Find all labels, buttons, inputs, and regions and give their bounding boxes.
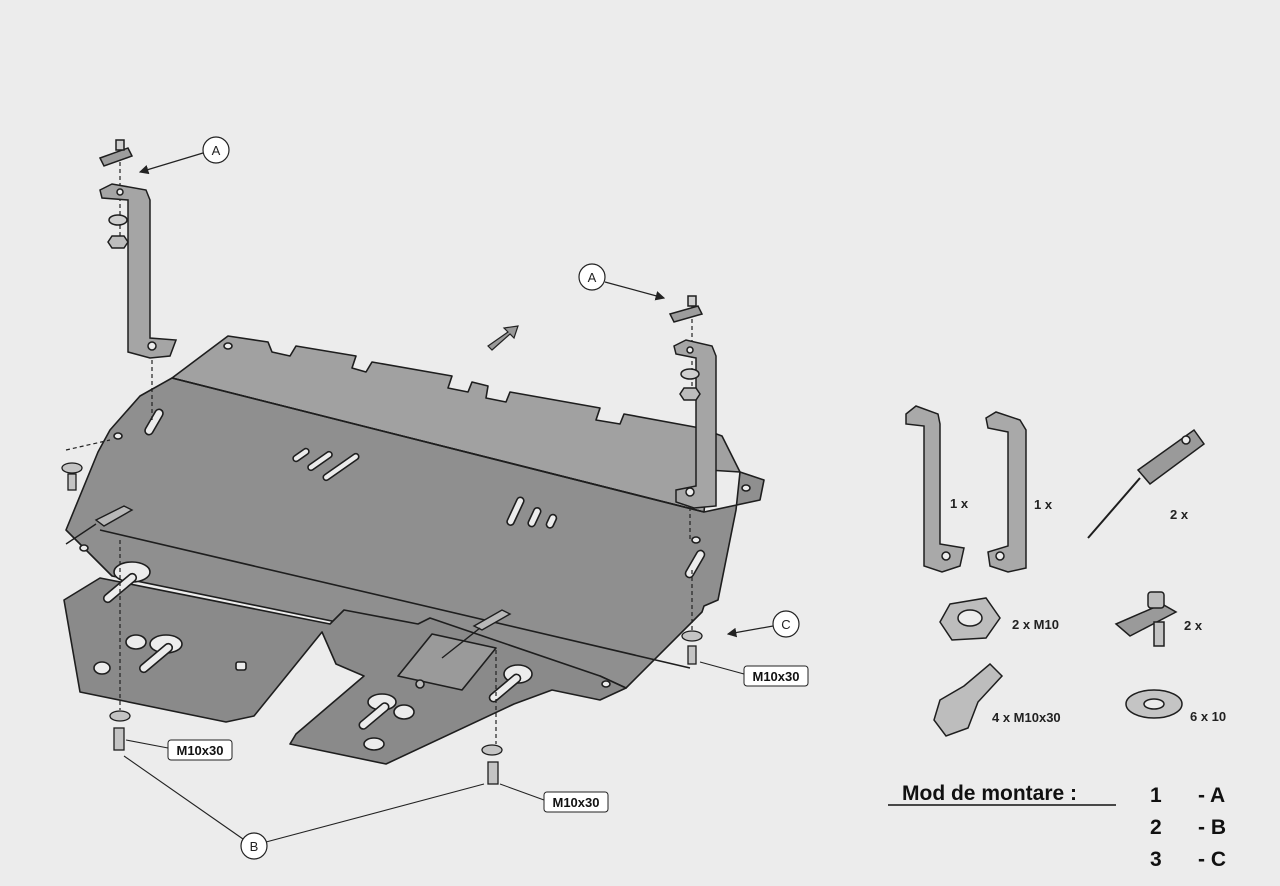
clip-bolt-qty: 2 x: [1184, 618, 1203, 633]
bolt-tag-right: M10x30: [699, 661, 809, 687]
legend-title: Mod de montare :: [902, 782, 1077, 805]
legend: Mod de montare : 1 - A 2 - B 3 - C: [888, 782, 1226, 871]
legend-row-2-code: - B: [1198, 816, 1226, 839]
right-top-clip: [668, 305, 704, 323]
callout-a-right-label: A: [588, 270, 597, 285]
clip-plate-qty: 2 x: [1170, 507, 1189, 522]
inspection-hatch: [397, 633, 497, 691]
right-nut: [679, 387, 701, 401]
bracket-left-qty: 1 x: [950, 496, 969, 511]
skid-plate-middle-panel: [65, 377, 765, 689]
skid-plate: [63, 335, 765, 765]
nut-qty: 2 x M10: [1012, 617, 1059, 632]
callout-b-label: B: [250, 839, 259, 854]
fold-line-upper: [171, 377, 705, 513]
bracket-right-qty: 1 x: [1034, 497, 1053, 512]
part-bracket-left: [905, 405, 965, 573]
hatch-screw: [415, 679, 425, 689]
left-washer: [108, 214, 128, 226]
legend-row-2-num: 2: [1150, 816, 1162, 839]
callout-a-left-label: A: [212, 143, 221, 158]
legend-row-1-num: 1: [1150, 784, 1162, 807]
part-clip-plate: [1136, 428, 1206, 486]
direction-arrow: [487, 325, 519, 351]
callout-c: C: [726, 610, 800, 638]
left-bracket: [99, 183, 178, 359]
bolt-tag-bottom-center-label: M10x30: [553, 795, 600, 810]
callout-a-right: A: [578, 263, 666, 301]
right-bracket: [673, 339, 717, 509]
callout-a-left: A: [138, 136, 230, 175]
legend-row-3-num: 3: [1150, 848, 1162, 871]
callout-b: B: [123, 755, 485, 860]
bolt-tag-bottom-left-label: M10x30: [177, 743, 224, 758]
legend-row-3-code: - C: [1198, 848, 1226, 871]
bolt-tag-bottom-left: M10x30: [125, 739, 233, 761]
washer-qty: 6 x 10: [1190, 709, 1226, 724]
right-washer: [680, 368, 700, 380]
skid-plate-front-panel: [63, 577, 627, 765]
left-bracket-assembly: [98, 139, 178, 359]
part-clip-bolt: [1114, 603, 1178, 637]
right-bracket-assembly: [668, 295, 717, 509]
plate-clips: [65, 505, 512, 659]
fold-line-lower: [99, 529, 691, 669]
plate-slots: [79, 342, 751, 751]
bolt-qty: 4 x M10x30: [992, 710, 1061, 725]
bolt-tag-bottom-center: M10x30: [499, 783, 609, 813]
part-bracket-right: [985, 411, 1027, 573]
left-top-clip: [98, 147, 134, 167]
bolt-tag-right-label: M10x30: [753, 669, 800, 684]
left-nut: [107, 235, 129, 249]
callout-c-label: C: [781, 617, 790, 632]
part-bolt: [933, 662, 1004, 737]
legend-row-1-code: - A: [1198, 784, 1225, 807]
parts-list: [905, 405, 1206, 737]
skid-plate-rear-panel: [171, 335, 741, 513]
loose-fasteners: [61, 462, 703, 785]
